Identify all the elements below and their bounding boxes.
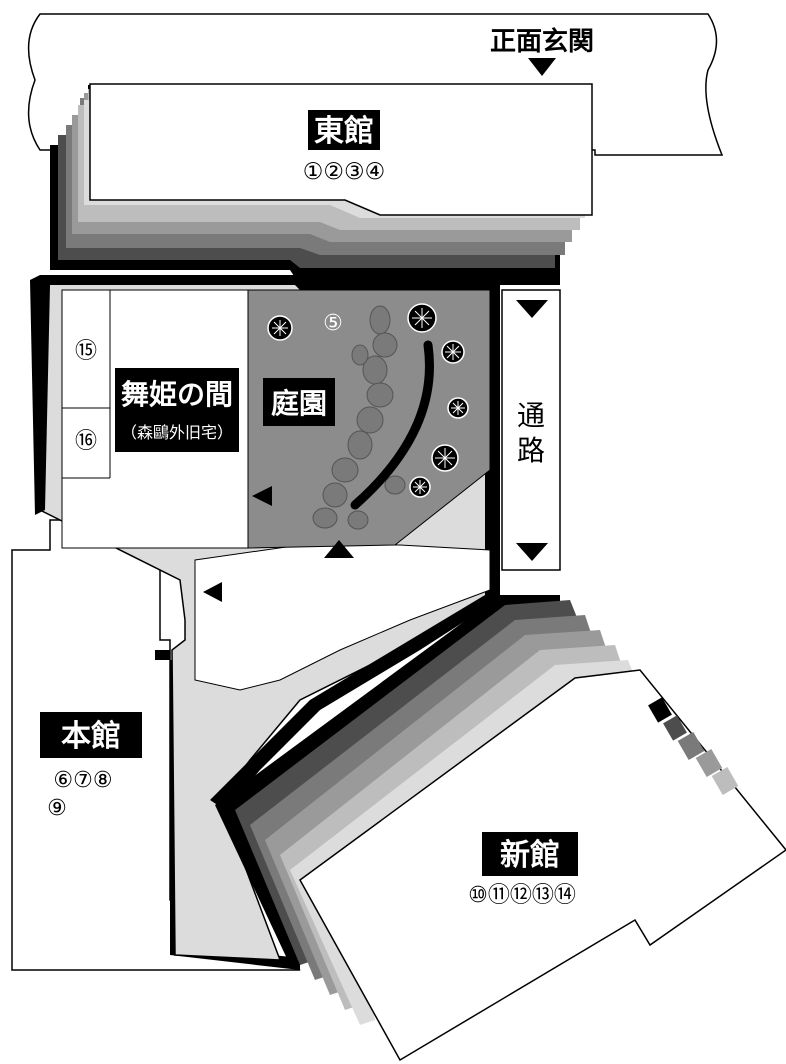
main-name-box: [40, 712, 142, 758]
garden-stream: [350, 340, 434, 510]
entrance-label: 正面玄関: [490, 26, 594, 57]
room-15-label: ⑮: [75, 339, 97, 364]
new-room-numbers: ⑩⑪⑫⑬⑭: [468, 883, 576, 908]
maihime-name: 舞姫の間: [121, 378, 233, 411]
maihime-subtitle: （森鷗外旧宅）: [121, 423, 233, 442]
garden-name-box: [263, 378, 335, 426]
east-room-numbers: ①②③④: [303, 159, 385, 185]
garden-stones: [312, 305, 406, 530]
garden-arrow-left-icon: [252, 486, 272, 506]
passage-char-1: 通: [517, 399, 545, 432]
east-building-name: 東館: [314, 114, 374, 149]
passage-arrow-top-icon: [516, 300, 548, 318]
garden-arrow-up-icon: [324, 540, 354, 558]
entrance-arrow-icon: [528, 58, 556, 76]
garden-name: 庭園: [271, 387, 327, 420]
passage[interactable]: [501, 289, 561, 571]
main-room-numbers-2: ⑨: [47, 796, 67, 821]
maihime-name-box: [115, 368, 239, 452]
main-building[interactable]: [11, 519, 301, 971]
flower-petals: [272, 308, 465, 494]
garden-room-number: ⑤: [323, 311, 343, 336]
walkway-arrow-left-icon: [203, 582, 222, 602]
passage-char-2: 路: [517, 434, 545, 467]
new-name-box: [482, 832, 578, 876]
room-16-label: ⑯: [75, 429, 97, 454]
east-name-box: [308, 110, 380, 150]
stepped-blocks: [648, 697, 739, 796]
main-room-numbers-1: ⑥⑦⑧: [53, 768, 112, 793]
main-building-name: 本館: [61, 719, 121, 754]
passage-arrow-bottom-icon: [516, 543, 548, 561]
new-building-name: 新館: [500, 838, 560, 873]
